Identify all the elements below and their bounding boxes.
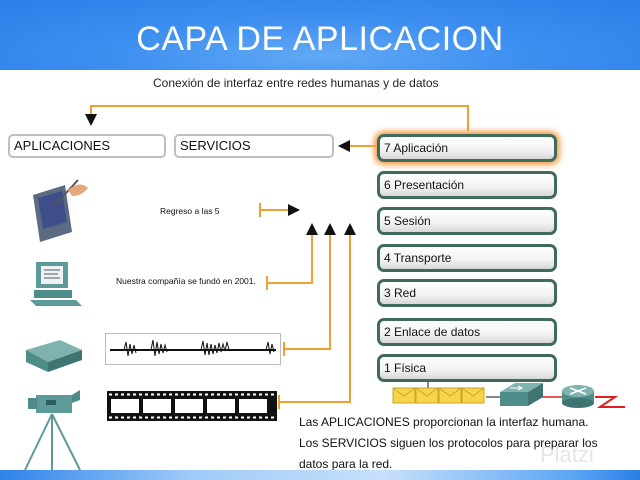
- computer-icon: [30, 262, 82, 306]
- osi-layer-6[interactable]: 6 Presentación: [377, 171, 557, 199]
- video-camera-icon: [24, 390, 81, 471]
- serial-link-icon: [595, 396, 625, 408]
- servicios-box[interactable]: SERVICIOS: [174, 134, 334, 158]
- phone-icon: [26, 340, 82, 372]
- switch-icon: [500, 383, 543, 406]
- arrow-layer7-to-aplicaciones: [85, 105, 469, 131]
- audio-waveform: [105, 333, 281, 365]
- osi-layer-1[interactable]: 1 Física: [377, 354, 557, 382]
- osi-layer-2[interactable]: 2 Enlace de datos: [377, 318, 557, 346]
- description-line-1: Las APLICACIONES proporcionan la interfa…: [299, 415, 589, 429]
- osi-layer-5[interactable]: 5 Sesión: [377, 207, 557, 235]
- osi-layer-7[interactable]: 7 Aplicación: [377, 134, 557, 162]
- platzi-watermark: Platzi: [540, 442, 594, 467]
- description-line-3: datos para la red.: [299, 457, 393, 471]
- page-title: CAPA DE APLICACION: [136, 20, 504, 58]
- computer-message: Nuestra compañía se fundó en 2001.: [116, 276, 256, 286]
- aplicaciones-box[interactable]: APLICACIONES: [8, 134, 166, 158]
- description-line-2: Los SERVICIOS siguen los protocolos para…: [299, 436, 598, 450]
- footer-bar: [0, 470, 640, 480]
- video-filmstrip: [107, 391, 277, 421]
- osi-layer-4[interactable]: 4 Transporte: [377, 244, 557, 272]
- arrow-video: [279, 223, 356, 403]
- subtitle: Conexión de interfaz entre redes humanas…: [153, 76, 439, 90]
- pda-message: Regreso a las 5: [160, 206, 220, 216]
- arrow-audio: [284, 223, 336, 350]
- header-banner: CAPA DE APLICACION: [0, 0, 640, 70]
- arrow-computer-message: [267, 223, 318, 284]
- envelope-icons: [392, 387, 485, 404]
- router-icon: [562, 385, 594, 408]
- osi-layer-3[interactable]: 3 Red: [377, 279, 557, 307]
- pda-icon: [33, 179, 88, 242]
- description-text: Las APLICACIONES proporcionan la interfa…: [299, 412, 629, 475]
